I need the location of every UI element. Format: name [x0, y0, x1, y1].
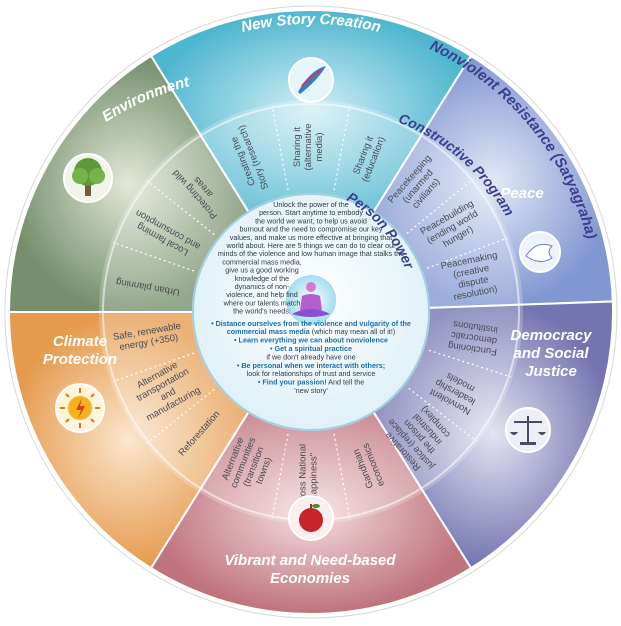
sub-item-economies-2: "Gross NationalHappiness"	[298, 444, 320, 510]
center-intro-line: values, and make us more effective at br…	[230, 233, 392, 242]
center-closing: 'new story'	[294, 386, 328, 395]
center-bullet-cont: look for relationships of trust and serv…	[247, 369, 376, 378]
center-intro-line: minds of the violence and low human imag…	[218, 249, 404, 258]
center-intro-line: where our talents match	[223, 298, 301, 307]
meditating-person-icon	[284, 273, 338, 327]
center-intro-line: person. Start anytime to embody	[259, 208, 363, 217]
dove-icon	[519, 231, 561, 273]
divider-line	[333, 433, 351, 519]
sub-item-democracy-1: Functioningdemocraticinstitutions	[447, 318, 500, 358]
scales-icon	[505, 407, 551, 453]
title-vibrant-line2: Economies	[270, 570, 350, 587]
center-intro-line: commercial mass media,	[222, 257, 301, 266]
divider-line	[408, 387, 477, 442]
center-intro-line: violence, and help find	[226, 290, 298, 299]
center-intro-line: the world's needs:	[233, 307, 291, 316]
title-peace: Peace	[500, 185, 543, 202]
center-intro-line: dynamics of non-	[235, 282, 290, 291]
divider-line	[426, 237, 508, 269]
center-bullet: • Be personal when we interact with othe…	[237, 361, 385, 370]
center-bullet: • Find your passion! And tell the	[258, 378, 364, 387]
divider-line	[406, 178, 474, 234]
title-climate-line1: Climate	[53, 333, 107, 350]
center-bullet: • Get a spiritual practice	[270, 344, 352, 353]
center-intro-line: give us a good working	[225, 266, 299, 275]
divider-line	[112, 241, 195, 272]
divider-line	[428, 349, 511, 378]
center-bullet-cont: commercial mass media (which may mean al…	[227, 327, 396, 336]
center-bullet-cont: if we don't already have one	[266, 352, 355, 361]
sub-item-democracy-2: Nonviolentleadershipmodels	[428, 366, 483, 416]
divider-line	[112, 352, 195, 383]
divider-line	[271, 105, 289, 191]
divider-line	[146, 180, 215, 235]
title-democracy-line2: and Social	[513, 345, 589, 362]
center-intro-line: world about. Here are 5 things we can do…	[225, 241, 396, 250]
center-intro-line: Unlock the power of the	[273, 200, 349, 209]
center-bullet: • Distance ourselves from the violence a…	[211, 319, 411, 328]
divider-line	[146, 389, 215, 444]
divider-line	[271, 433, 289, 519]
center-bullet: • Learn everything we can about nonviole…	[234, 336, 388, 345]
tree-icon	[63, 153, 113, 203]
center-intro-line: the world we want, to help us avoid	[255, 216, 367, 225]
title-democracy-line1: Democracy	[511, 327, 593, 344]
title-vibrant-line1: Vibrant and Need-based	[224, 552, 396, 569]
center-intro-line: burnout and the need to compromise our k…	[239, 225, 382, 234]
sub-item-new-story-2: Sharing it(alternativemedia)	[292, 124, 325, 171]
sun-icon	[55, 383, 105, 433]
title-democracy-line3: Justice	[525, 363, 577, 380]
center-intro-line: knowledge of the	[235, 274, 289, 283]
title-climate-line2: Protection	[43, 351, 117, 368]
apple-icon	[288, 495, 334, 541]
quill-icon	[288, 57, 334, 103]
divider-line	[333, 105, 351, 191]
